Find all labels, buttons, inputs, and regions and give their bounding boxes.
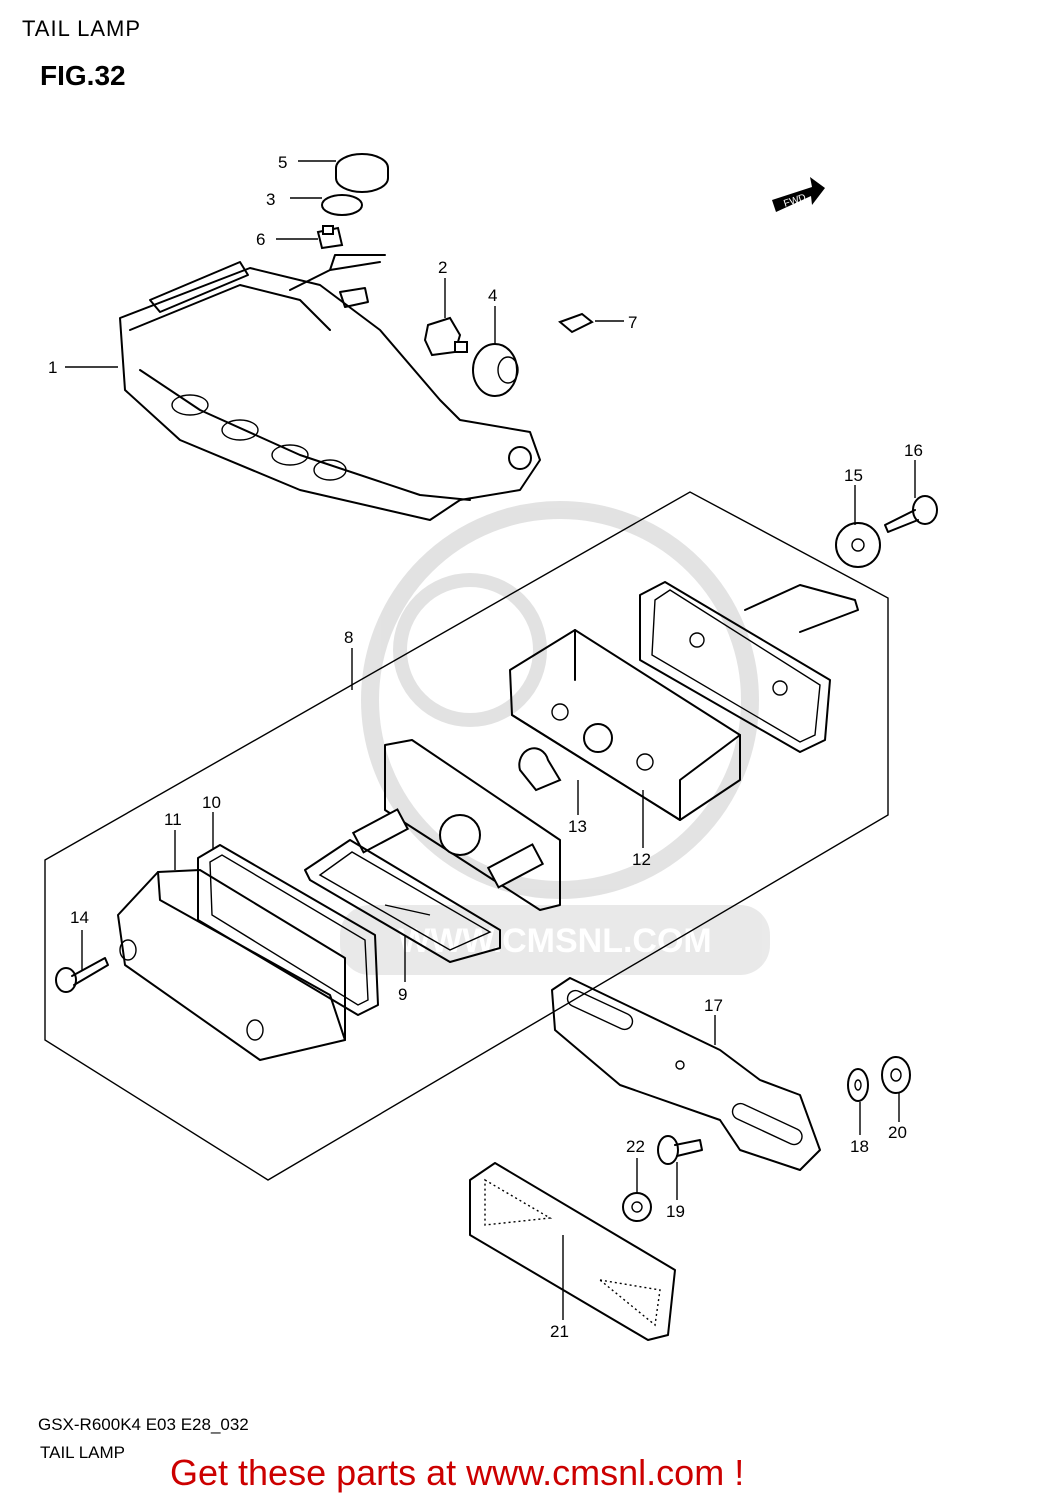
- part-14-screw: [55, 957, 109, 993]
- part-13-bulb: [518, 747, 562, 792]
- callout-5: 5: [278, 153, 287, 172]
- part-16-screw: [884, 495, 938, 533]
- callout-14: 14: [70, 908, 89, 927]
- callout-labels: 1 2 3 4 5 6 7 8 9 10 11 12 13 14 15 16 1…: [48, 153, 923, 1341]
- callout-7: 7: [628, 313, 637, 332]
- part-1-tail-lamp-assembly: [119, 254, 541, 521]
- callout-13: 13: [568, 817, 587, 836]
- callout-10: 10: [202, 793, 221, 812]
- part-12-lens-frame: [639, 581, 859, 753]
- callout-17: 17: [704, 996, 723, 1015]
- callout-19: 19: [666, 1202, 685, 1221]
- callout-21: 21: [550, 1322, 569, 1341]
- callout-15: 15: [844, 466, 863, 485]
- fwd-label: FWD: [782, 192, 807, 210]
- part-12-lamp-housing: [509, 629, 741, 821]
- part-2-bolt: [423, 316, 468, 357]
- watermark-logo: WWW.CMSNL.COM: [340, 501, 770, 975]
- part-22-nut: [622, 1192, 652, 1222]
- callout-11: 11: [164, 810, 182, 829]
- part-5-grommet: [335, 153, 389, 193]
- figure-number: FIG.32: [40, 60, 126, 91]
- callout-9: 9: [398, 985, 407, 1004]
- part-9-lens-plate: [304, 839, 501, 963]
- callout-6: 6: [256, 230, 265, 249]
- callout-18: 18: [850, 1137, 869, 1156]
- part-11-lens: [117, 869, 346, 1061]
- part-3-washer: [321, 194, 363, 216]
- callout-20: 20: [888, 1123, 907, 1142]
- part-7-clip: [558, 312, 594, 334]
- callout-1: 1: [48, 358, 57, 377]
- part-8-assembly-outline: [44, 491, 889, 1181]
- leader-lines: [65, 160, 916, 1320]
- callout-2: 2: [438, 258, 447, 277]
- forward-arrow-icon: FWD: [772, 177, 825, 212]
- model-code: GSX-R600K4 E03 E28_032: [38, 1415, 249, 1434]
- callout-8: 8: [344, 628, 353, 647]
- part-10-gasket: [197, 844, 379, 1016]
- footer-caption: TAIL LAMP: [40, 1443, 126, 1462]
- callout-16: 16: [904, 441, 923, 460]
- part-15-washer: [835, 522, 881, 568]
- part-21-reflector: [469, 1162, 676, 1341]
- callout-12: 12: [632, 850, 651, 869]
- page-header-title: TAIL LAMP: [22, 16, 142, 41]
- part-4-cushion: [472, 343, 519, 397]
- part-18-washer: [847, 1068, 869, 1102]
- callout-3: 3: [266, 190, 275, 209]
- part-19-bolt: [657, 1135, 703, 1165]
- promo-link[interactable]: Get these parts at www.cmsnl.com !: [170, 1452, 745, 1493]
- part-20-nut: [881, 1056, 911, 1094]
- callout-22: 22: [626, 1137, 645, 1156]
- part-6-bolt: [316, 225, 344, 250]
- part-17-bracket: [551, 977, 821, 1171]
- socket-base-plate: [351, 739, 561, 911]
- callout-4: 4: [488, 286, 497, 305]
- watermark-text: WWW.CMSNL.COM: [398, 922, 712, 960]
